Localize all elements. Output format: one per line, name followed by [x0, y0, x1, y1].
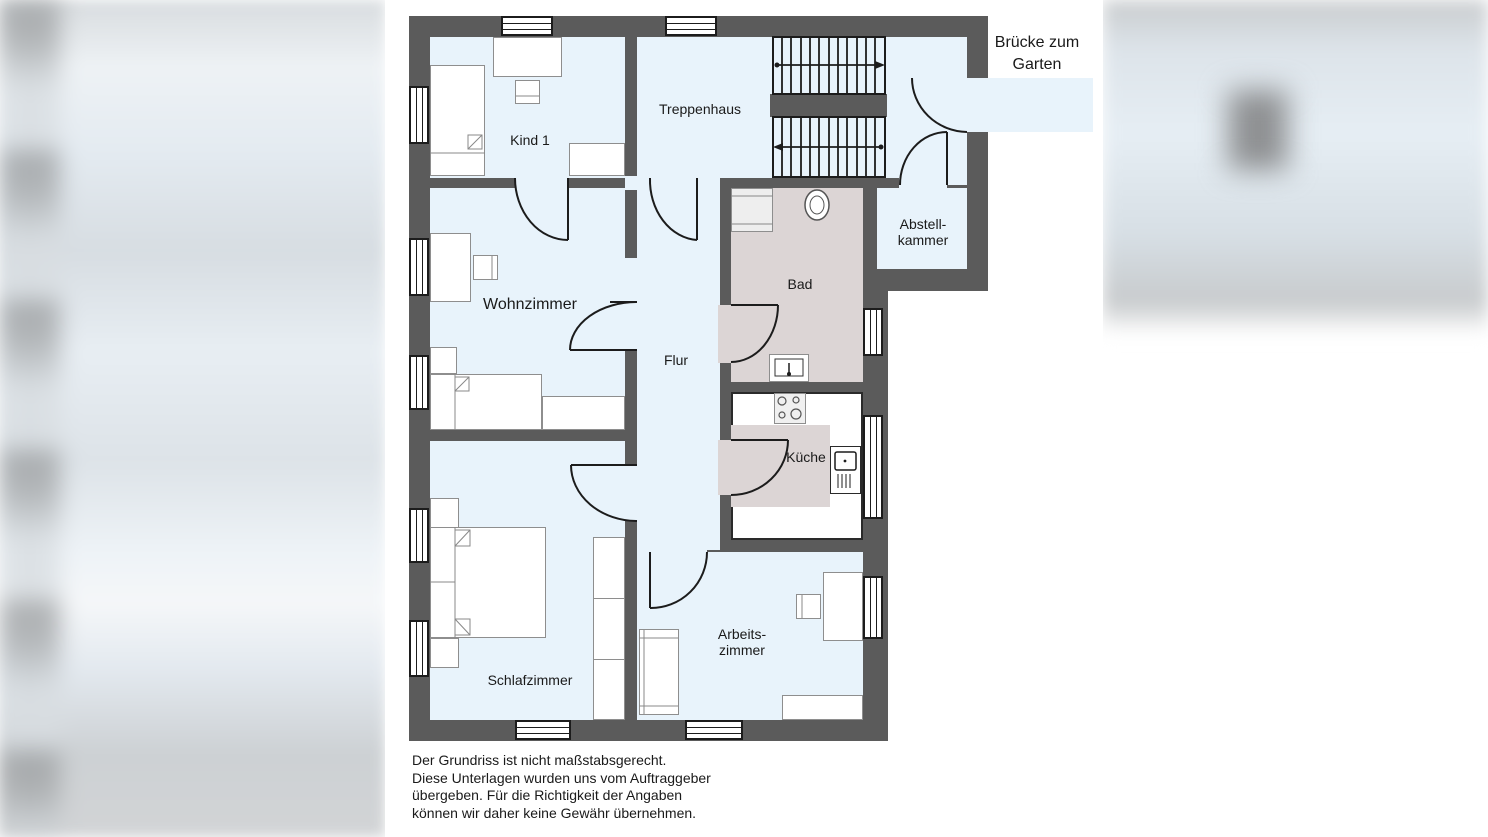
window: [515, 720, 571, 740]
blurred-background-left: [0, 0, 385, 837]
window: [409, 355, 429, 410]
stove: [774, 393, 806, 424]
bed: [430, 65, 485, 176]
window: [863, 308, 883, 356]
cabinet: [542, 396, 625, 430]
wardrobe: [593, 659, 625, 720]
room-label-schlafzimmer: Schlafzimmer: [487, 672, 573, 688]
room-label-arbeitszimmer-1: Arbeits-: [717, 626, 767, 642]
window: [863, 415, 883, 519]
desk: [493, 37, 562, 77]
room-abstellkammer: [877, 188, 967, 269]
window: [409, 620, 429, 677]
window: [501, 16, 553, 36]
stair-landing: [770, 94, 887, 117]
desk: [823, 572, 863, 641]
window: [685, 720, 743, 740]
annotation-bridge-line2: Garten: [1012, 56, 1062, 73]
shower: [731, 188, 773, 232]
blurred-background-right: [1103, 0, 1488, 837]
room-label-wohnzimmer: Wohnzimmer: [483, 296, 577, 313]
nightstand: [430, 347, 457, 374]
desk: [430, 233, 471, 302]
window: [665, 16, 717, 36]
wardrobe: [593, 598, 625, 660]
floor-plan: Kind 1 Treppenhaus Abstell- kammer Bad W…: [385, 0, 1103, 837]
room-label-treppenhaus: Treppenhaus: [659, 101, 741, 117]
window: [409, 508, 429, 563]
kitchen-sink: [830, 446, 861, 494]
chair: [473, 255, 498, 280]
disclaimer-line: Diese Unterlagen wurden uns vom Auftragg…: [412, 769, 711, 786]
chair: [515, 80, 540, 104]
room-label-kueche: Küche: [786, 449, 826, 465]
cabinet: [569, 143, 625, 176]
room-label-kind1: Kind 1: [510, 132, 550, 148]
sofa: [639, 629, 679, 715]
room-label-abstellkammer-2: kammer: [897, 232, 949, 248]
window: [863, 576, 883, 639]
annotation-bridge-line1: Brücke zum: [994, 34, 1080, 51]
disclaimer: Der Grundriss ist nicht maßstabsgerecht.…: [412, 752, 711, 822]
sink: [769, 354, 809, 382]
room-label-flur: Flur: [663, 352, 689, 368]
window: [409, 86, 429, 144]
room-kueche-floor: [731, 425, 830, 507]
nightstand: [430, 498, 459, 528]
bed: [430, 374, 542, 430]
disclaimer-line: Der Grundriss ist nicht maßstabsgerecht.: [412, 752, 667, 768]
room-label-arbeitszimmer-2: zimmer: [719, 642, 765, 658]
disclaimer-line: übergeben. Für die Richtigkeit der Angab…: [412, 787, 683, 803]
cabinet: [782, 695, 863, 720]
nightstand: [430, 638, 459, 668]
room-treppenhaus-right: [925, 37, 967, 185]
window: [409, 238, 429, 296]
room-label-abstellkammer-1: Abstell-: [899, 216, 947, 232]
wardrobe: [593, 537, 625, 599]
chair: [796, 594, 821, 619]
double-bed: [430, 527, 546, 638]
room-label-bad: Bad: [787, 276, 813, 292]
disclaimer-line: können wir daher keine Gewähr übernehmen…: [412, 804, 697, 821]
